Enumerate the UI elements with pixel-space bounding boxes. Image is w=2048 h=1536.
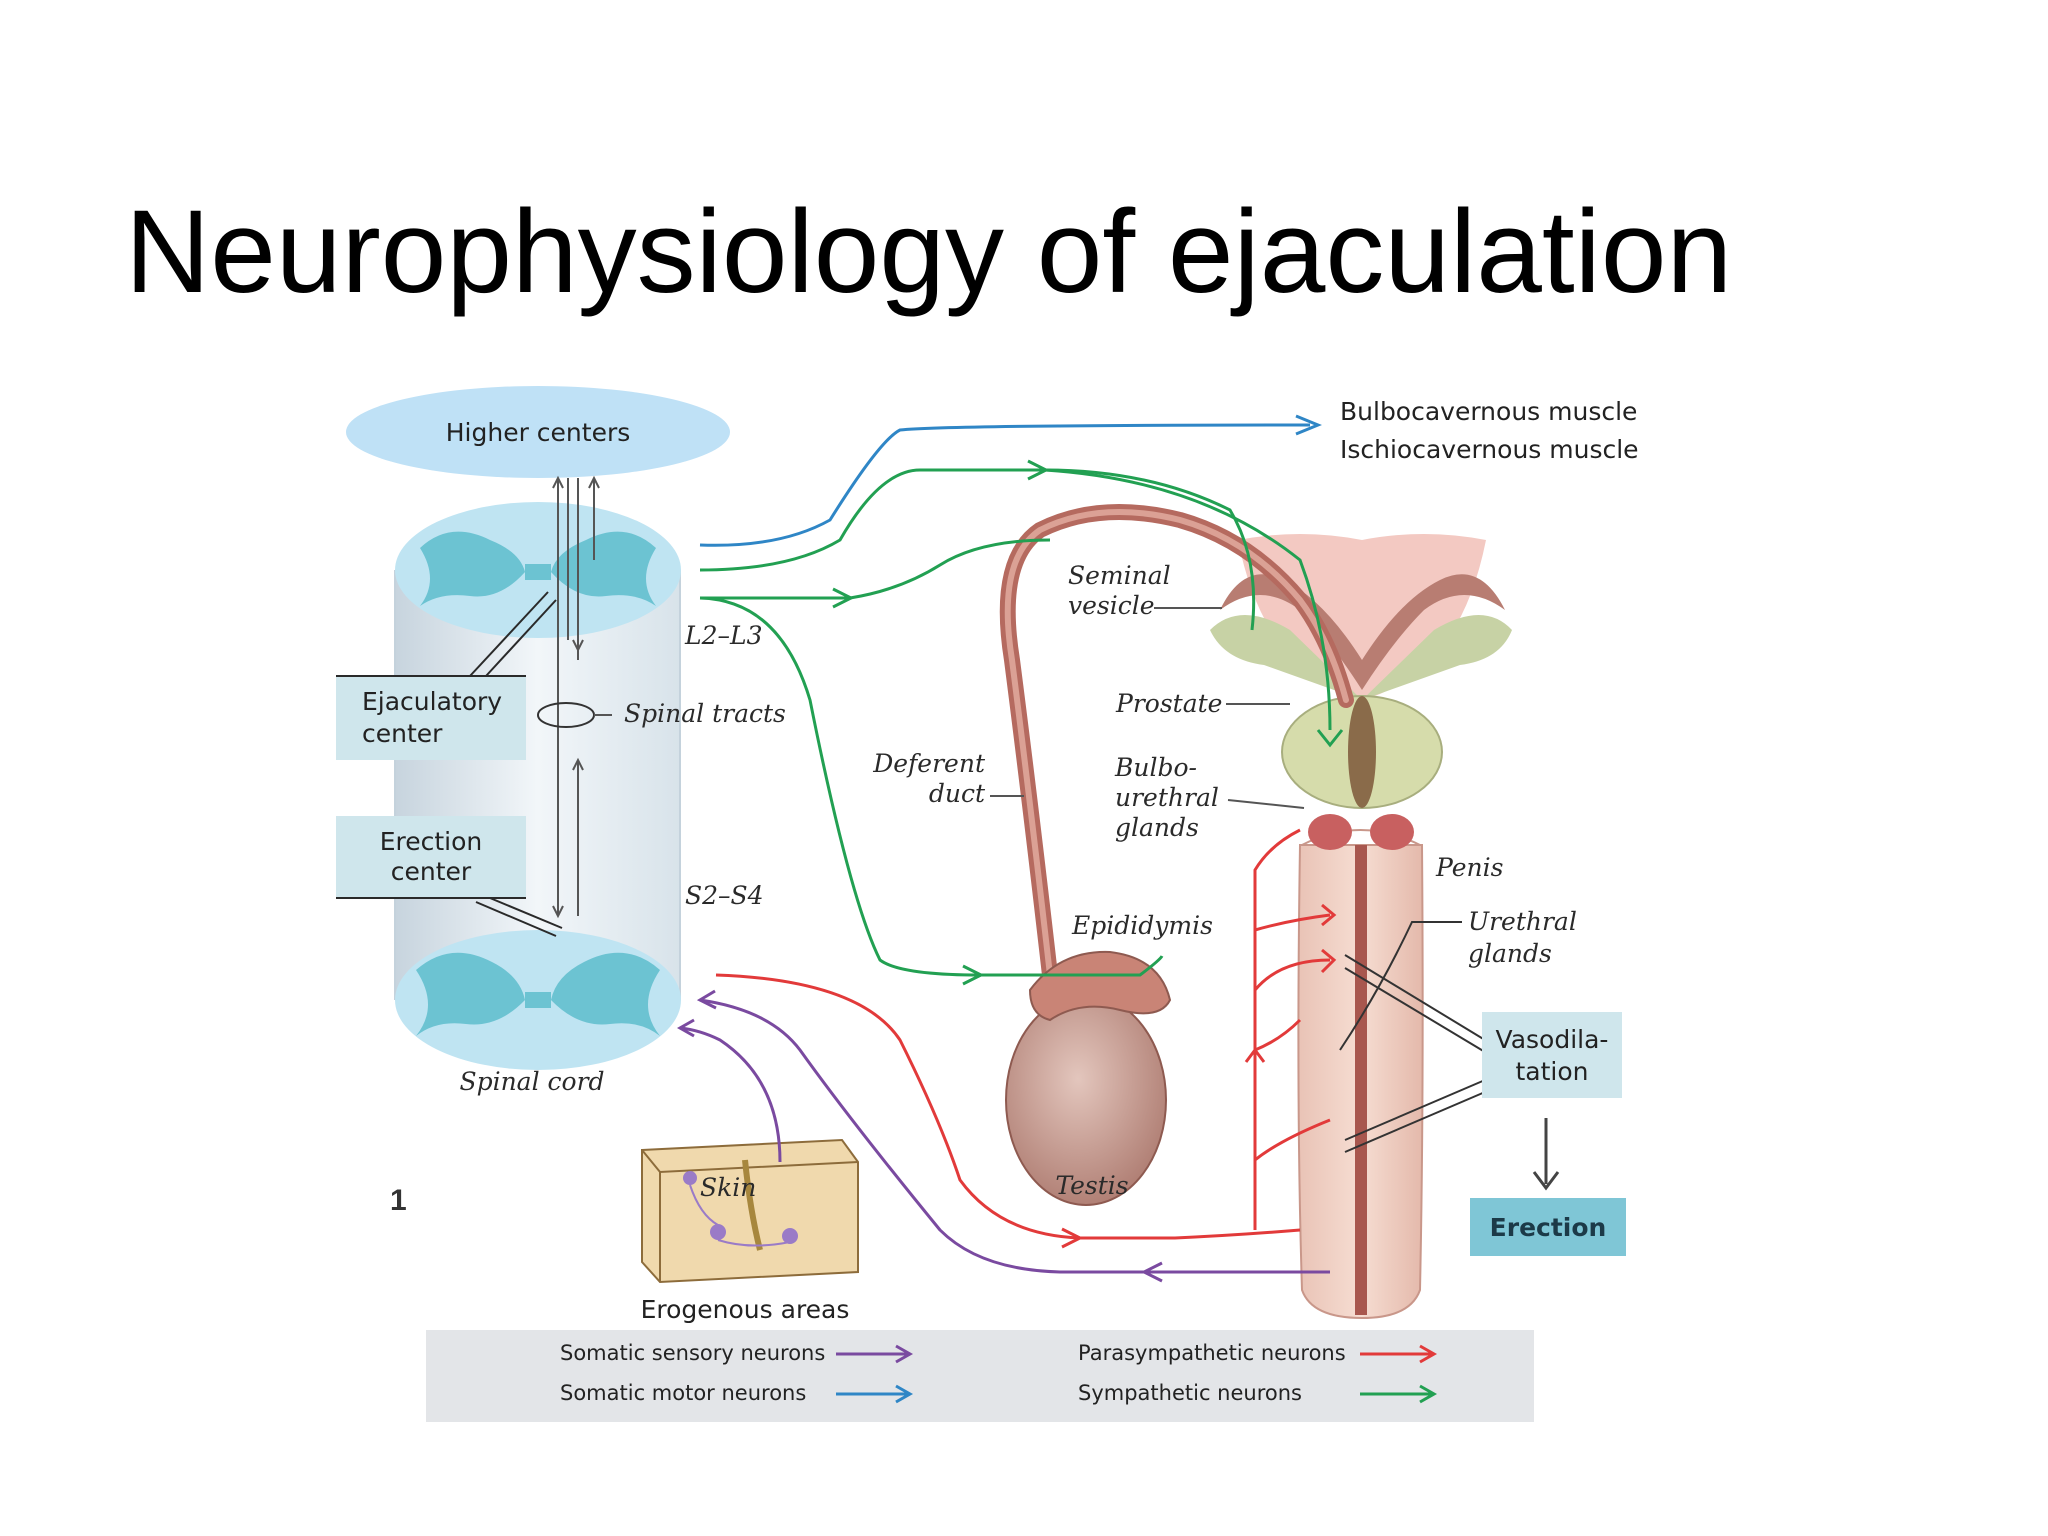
ischiocavernous-muscle-label: Ischiocavernous muscle (1340, 435, 1639, 464)
vasodilatation-label-1: Vasodila- (1496, 1025, 1609, 1054)
seminal-vesicle-label-2: vesicle (1068, 591, 1155, 620)
legend-label-somatic-sensory: Somatic sensory neurons (560, 1341, 825, 1365)
legend-label-sympathetic: Sympathetic neurons (1078, 1381, 1302, 1405)
bulbourethral-glands-callout: Bulbo- urethral glands (1114, 753, 1305, 842)
epididymis (1028, 950, 1172, 1022)
level-s2-s4: S2–S4 (685, 881, 764, 910)
bulbourethral-glands (1308, 814, 1414, 850)
epididymis-label: Epididymis (1071, 911, 1213, 940)
deferent-duct-callout: Deferent duct (872, 749, 1024, 808)
skin-block: Skin (641, 1138, 859, 1284)
skin-label: Skin (700, 1173, 756, 1202)
erection-label: Erection (1490, 1213, 1607, 1242)
bulbourethral-label-3: glands (1115, 813, 1199, 842)
erection-center-box: Erection center (336, 816, 563, 937)
vasodilatation-label-2: tation (1515, 1057, 1588, 1086)
upper-cord-section (395, 502, 681, 638)
sympathetic-pathway (699, 459, 1344, 986)
spinal-tract-lines (537, 475, 612, 919)
urethral-glands-label-2: glands (1468, 939, 1552, 968)
deferent-duct-label-2: duct (929, 779, 986, 808)
somatic-motor-pathway (699, 414, 1322, 547)
deferent-duct (999, 504, 1354, 983)
parasympathetic-pathway (715, 828, 1337, 1249)
bladder (1210, 534, 1512, 700)
seminal-vesicle-callout: Seminal vesicle (1068, 561, 1222, 620)
higher-centers: Higher centers (346, 386, 730, 478)
lower-cord-section (395, 930, 681, 1070)
urethral-glands-label-1: Urethral (1468, 907, 1577, 936)
prostate-label: Prostate (1115, 689, 1222, 718)
prostate-callout: Prostate (1115, 689, 1290, 718)
bulbourethral-label-2: urethral (1115, 783, 1219, 812)
slide-title: Neurophysiology of ejaculation (125, 186, 1733, 318)
testis-label: Testis (1055, 1171, 1128, 1200)
bulbocavernous-muscle-label: Bulbocavernous muscle (1340, 397, 1637, 426)
higher-centers-label: Higher centers (446, 418, 631, 447)
ejaculatory-center-label-2: center (362, 719, 443, 748)
vasodilatation-box: Vasodila- tation (1344, 954, 1622, 1191)
legend: Somatic sensory neurons Somatic motor ne… (426, 1330, 1534, 1422)
legend-item-parasympathetic: Parasympathetic neurons (1078, 1341, 1438, 1365)
legend-item-sympathetic: Sympathetic neurons (1078, 1381, 1438, 1405)
seminal-vesicle-label-1: Seminal (1068, 561, 1171, 590)
figure-number: 1 (390, 1184, 407, 1217)
ejaculatory-center-box: Ejaculatory center (336, 591, 557, 760)
legend-item-somatic-sensory: Somatic sensory neurons (560, 1341, 914, 1365)
urethral-glands-callout: Urethral glands (1339, 907, 1577, 1051)
legend-label-somatic-motor: Somatic motor neurons (560, 1381, 806, 1405)
somatic-sensory-pathway (676, 989, 1330, 1283)
legend-label-parasympathetic: Parasympathetic neurons (1078, 1341, 1346, 1365)
prostate (1281, 695, 1443, 809)
level-l2-l3: L2–L3 (684, 621, 763, 650)
spinal-tracts-label: Spinal tracts (624, 699, 786, 728)
spinal-cord (394, 475, 681, 1070)
bulbourethral-label-1: Bulbo- (1114, 753, 1197, 782)
erection-center-label-2: center (391, 857, 472, 886)
ejaculatory-center-label-1: Ejaculatory (362, 687, 502, 716)
deferent-duct-label-1: Deferent (872, 749, 986, 778)
erection-center-label-1: Erection (380, 827, 483, 856)
legend-item-somatic-motor: Somatic motor neurons (560, 1381, 914, 1405)
penis-body (1297, 829, 1424, 1320)
erogenous-areas-label: Erogenous areas (641, 1295, 850, 1324)
erection-box: Erection (1470, 1198, 1626, 1256)
penis-label: Penis (1435, 853, 1503, 882)
spinal-cord-label: Spinal cord (459, 1067, 604, 1096)
